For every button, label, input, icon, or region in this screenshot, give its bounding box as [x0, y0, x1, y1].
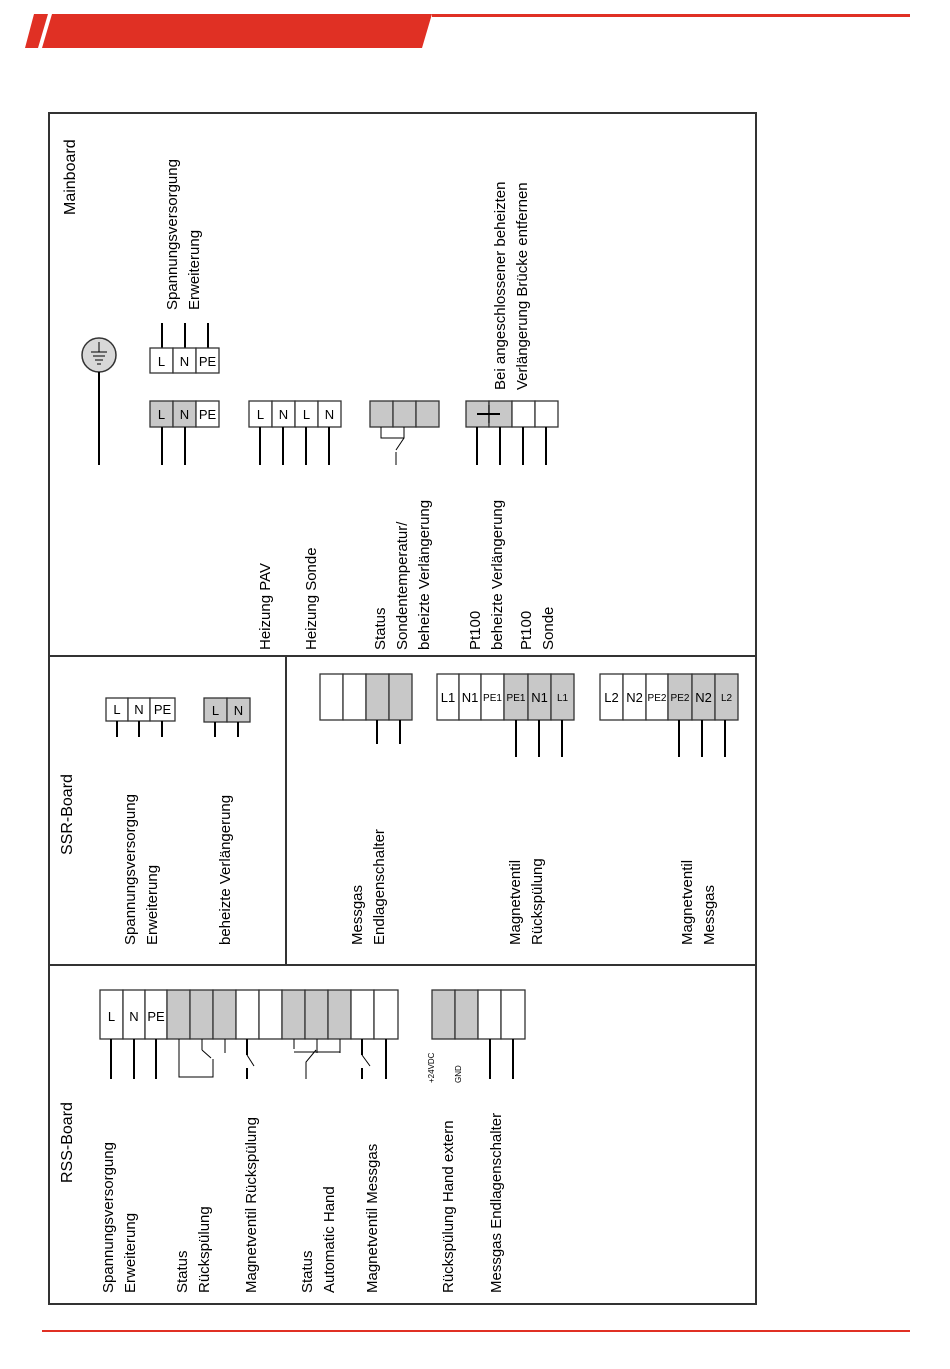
heating-pav-label: Heizung PAV: [257, 563, 274, 650]
ssr-valve-backflush-label-2: Rückspülung: [529, 858, 546, 945]
svg-text:N: N: [234, 703, 243, 718]
svg-text:L1: L1: [441, 690, 455, 705]
svg-text:N: N: [129, 1009, 138, 1024]
svg-text:N1: N1: [531, 690, 548, 705]
rss-status-backflush-label-1: Status: [174, 1250, 191, 1293]
mainboard-power-terminal-bottom: L N PE: [149, 400, 220, 465]
svg-text:PE1: PE1: [483, 693, 502, 704]
svg-text:PE: PE: [154, 702, 172, 717]
pt100-ext-label-2: beheizte Verlängerung: [489, 500, 506, 650]
ssr-power-terminal: L N PE: [105, 697, 176, 737]
svg-text:N2: N2: [626, 690, 643, 705]
svg-text:L: L: [113, 702, 120, 717]
ground-icon: [81, 337, 117, 465]
rss-power-supply-label-2: Erweiterung: [122, 1213, 139, 1293]
diagram-frame: [48, 112, 757, 1305]
status-probe-relay-terminal: [369, 400, 440, 465]
rss-sample-limit-label: Messgas Endlagenschalter: [488, 1113, 505, 1293]
status-probe-label-1: Status: [372, 607, 389, 650]
footer-accent-line: [42, 1330, 910, 1332]
status-probe-label-2: Sondentemperatur/: [394, 521, 411, 650]
ssr-board-title: SSR-Board: [59, 774, 76, 855]
status-probe-label-3: beheizte Verlängerung: [416, 500, 433, 650]
header-accent-stripe: [42, 14, 432, 48]
rss-backflush-terminal: [431, 989, 526, 1079]
svg-text:L: L: [158, 354, 165, 369]
rss-valve-sample-label: Magnetventil Messgas: [364, 1144, 381, 1293]
ssr-valve-backflush-label-1: Magnetventil: [507, 860, 524, 945]
ssr-limit-switch-terminal: [319, 673, 413, 744]
ssr-power-supply-label-1: Spannungsversorgung: [122, 794, 139, 945]
pt100-probe-label-2: Sonde: [540, 607, 557, 650]
svg-text:PE1: PE1: [507, 693, 526, 704]
svg-text:L: L: [108, 1009, 115, 1024]
svg-text:N1: N1: [462, 690, 479, 705]
pt100-terminal: [465, 400, 559, 465]
ssr-heated-ext-terminal: L N: [203, 697, 251, 737]
rss-power-supply-label-1: Spannungsversorgung: [100, 1142, 117, 1293]
pt100-ext-label-1: Pt100: [467, 611, 484, 650]
bridge-note-line1: Bei angeschlossener beheizten: [492, 182, 509, 390]
svg-text:PE: PE: [199, 354, 217, 369]
svg-text:L: L: [158, 407, 165, 422]
header-accent-stripe-small: [25, 14, 48, 48]
svg-text:PE: PE: [147, 1009, 165, 1024]
ssr-valve-sample-label-1: Magnetventil: [679, 860, 696, 945]
ssr-limit-label-2: Endlagenschalter: [371, 829, 388, 945]
mainboard-power-terminal-top: L N PE: [149, 323, 220, 374]
header-accent-line: [432, 14, 910, 17]
rss-valve-backflush-label: Magnetventil Rückspülung: [243, 1117, 260, 1293]
pin-gnd-label: GND: [454, 1065, 463, 1083]
mainboard-power-supply-label: Spannungsversorgung: [164, 159, 181, 310]
svg-text:L2: L2: [721, 693, 733, 704]
ssr-valve-backflush-terminal: L1 N1 PE1 PE1 N1 L1: [436, 673, 575, 757]
svg-text:L2: L2: [604, 690, 618, 705]
rss-status-auto-label-1: Status: [299, 1250, 316, 1293]
ssr-valve-sample-terminal: L2 N2 PE2 PE2 N2 L2: [599, 673, 739, 757]
svg-text:N: N: [180, 354, 189, 369]
ssr-power-supply-label-2: Erweiterung: [144, 865, 161, 945]
svg-text:N: N: [325, 407, 334, 422]
svg-text:PE2: PE2: [671, 693, 690, 704]
ssr-valve-sample-label-2: Messgas: [701, 885, 718, 945]
rss-status-backflush-label-2: Rückspülung: [196, 1206, 213, 1293]
ssr-limit-label-1: Messgas: [349, 885, 366, 945]
heating-probe-label: Heizung Sonde: [303, 547, 320, 650]
rss-backflush-manual-label: Rückspülung Hand extern: [440, 1120, 457, 1293]
pin-24vdc-label: +24VDC: [427, 1052, 436, 1083]
svg-text:N: N: [134, 702, 143, 717]
rss-status-auto-label-2: Automatic Hand: [321, 1186, 338, 1293]
svg-text:PE2: PE2: [648, 693, 667, 704]
pt100-probe-label-1: Pt100: [518, 611, 535, 650]
svg-text:L: L: [257, 407, 264, 422]
mainboard-title: Mainboard: [62, 139, 79, 215]
svg-text:L: L: [303, 407, 310, 422]
svg-text:N: N: [279, 407, 288, 422]
rss-board-title: RSS-Board: [59, 1102, 76, 1183]
bridge-note-line2: Verlängerung Brücke entfernen: [514, 182, 531, 390]
svg-text:PE: PE: [199, 407, 217, 422]
svg-text:N: N: [180, 407, 189, 422]
ssr-heated-ext-label: beheizte Verlängerung: [217, 795, 234, 945]
svg-text:L: L: [212, 703, 219, 718]
rss-main-terminal-strip: L N PE: [99, 989, 399, 1079]
svg-text:N2: N2: [695, 690, 712, 705]
mainboard-power-supply-label-2: Erweiterung: [186, 230, 203, 310]
svg-text:L1: L1: [557, 693, 569, 704]
heating-terminal: L N L N: [248, 400, 342, 465]
